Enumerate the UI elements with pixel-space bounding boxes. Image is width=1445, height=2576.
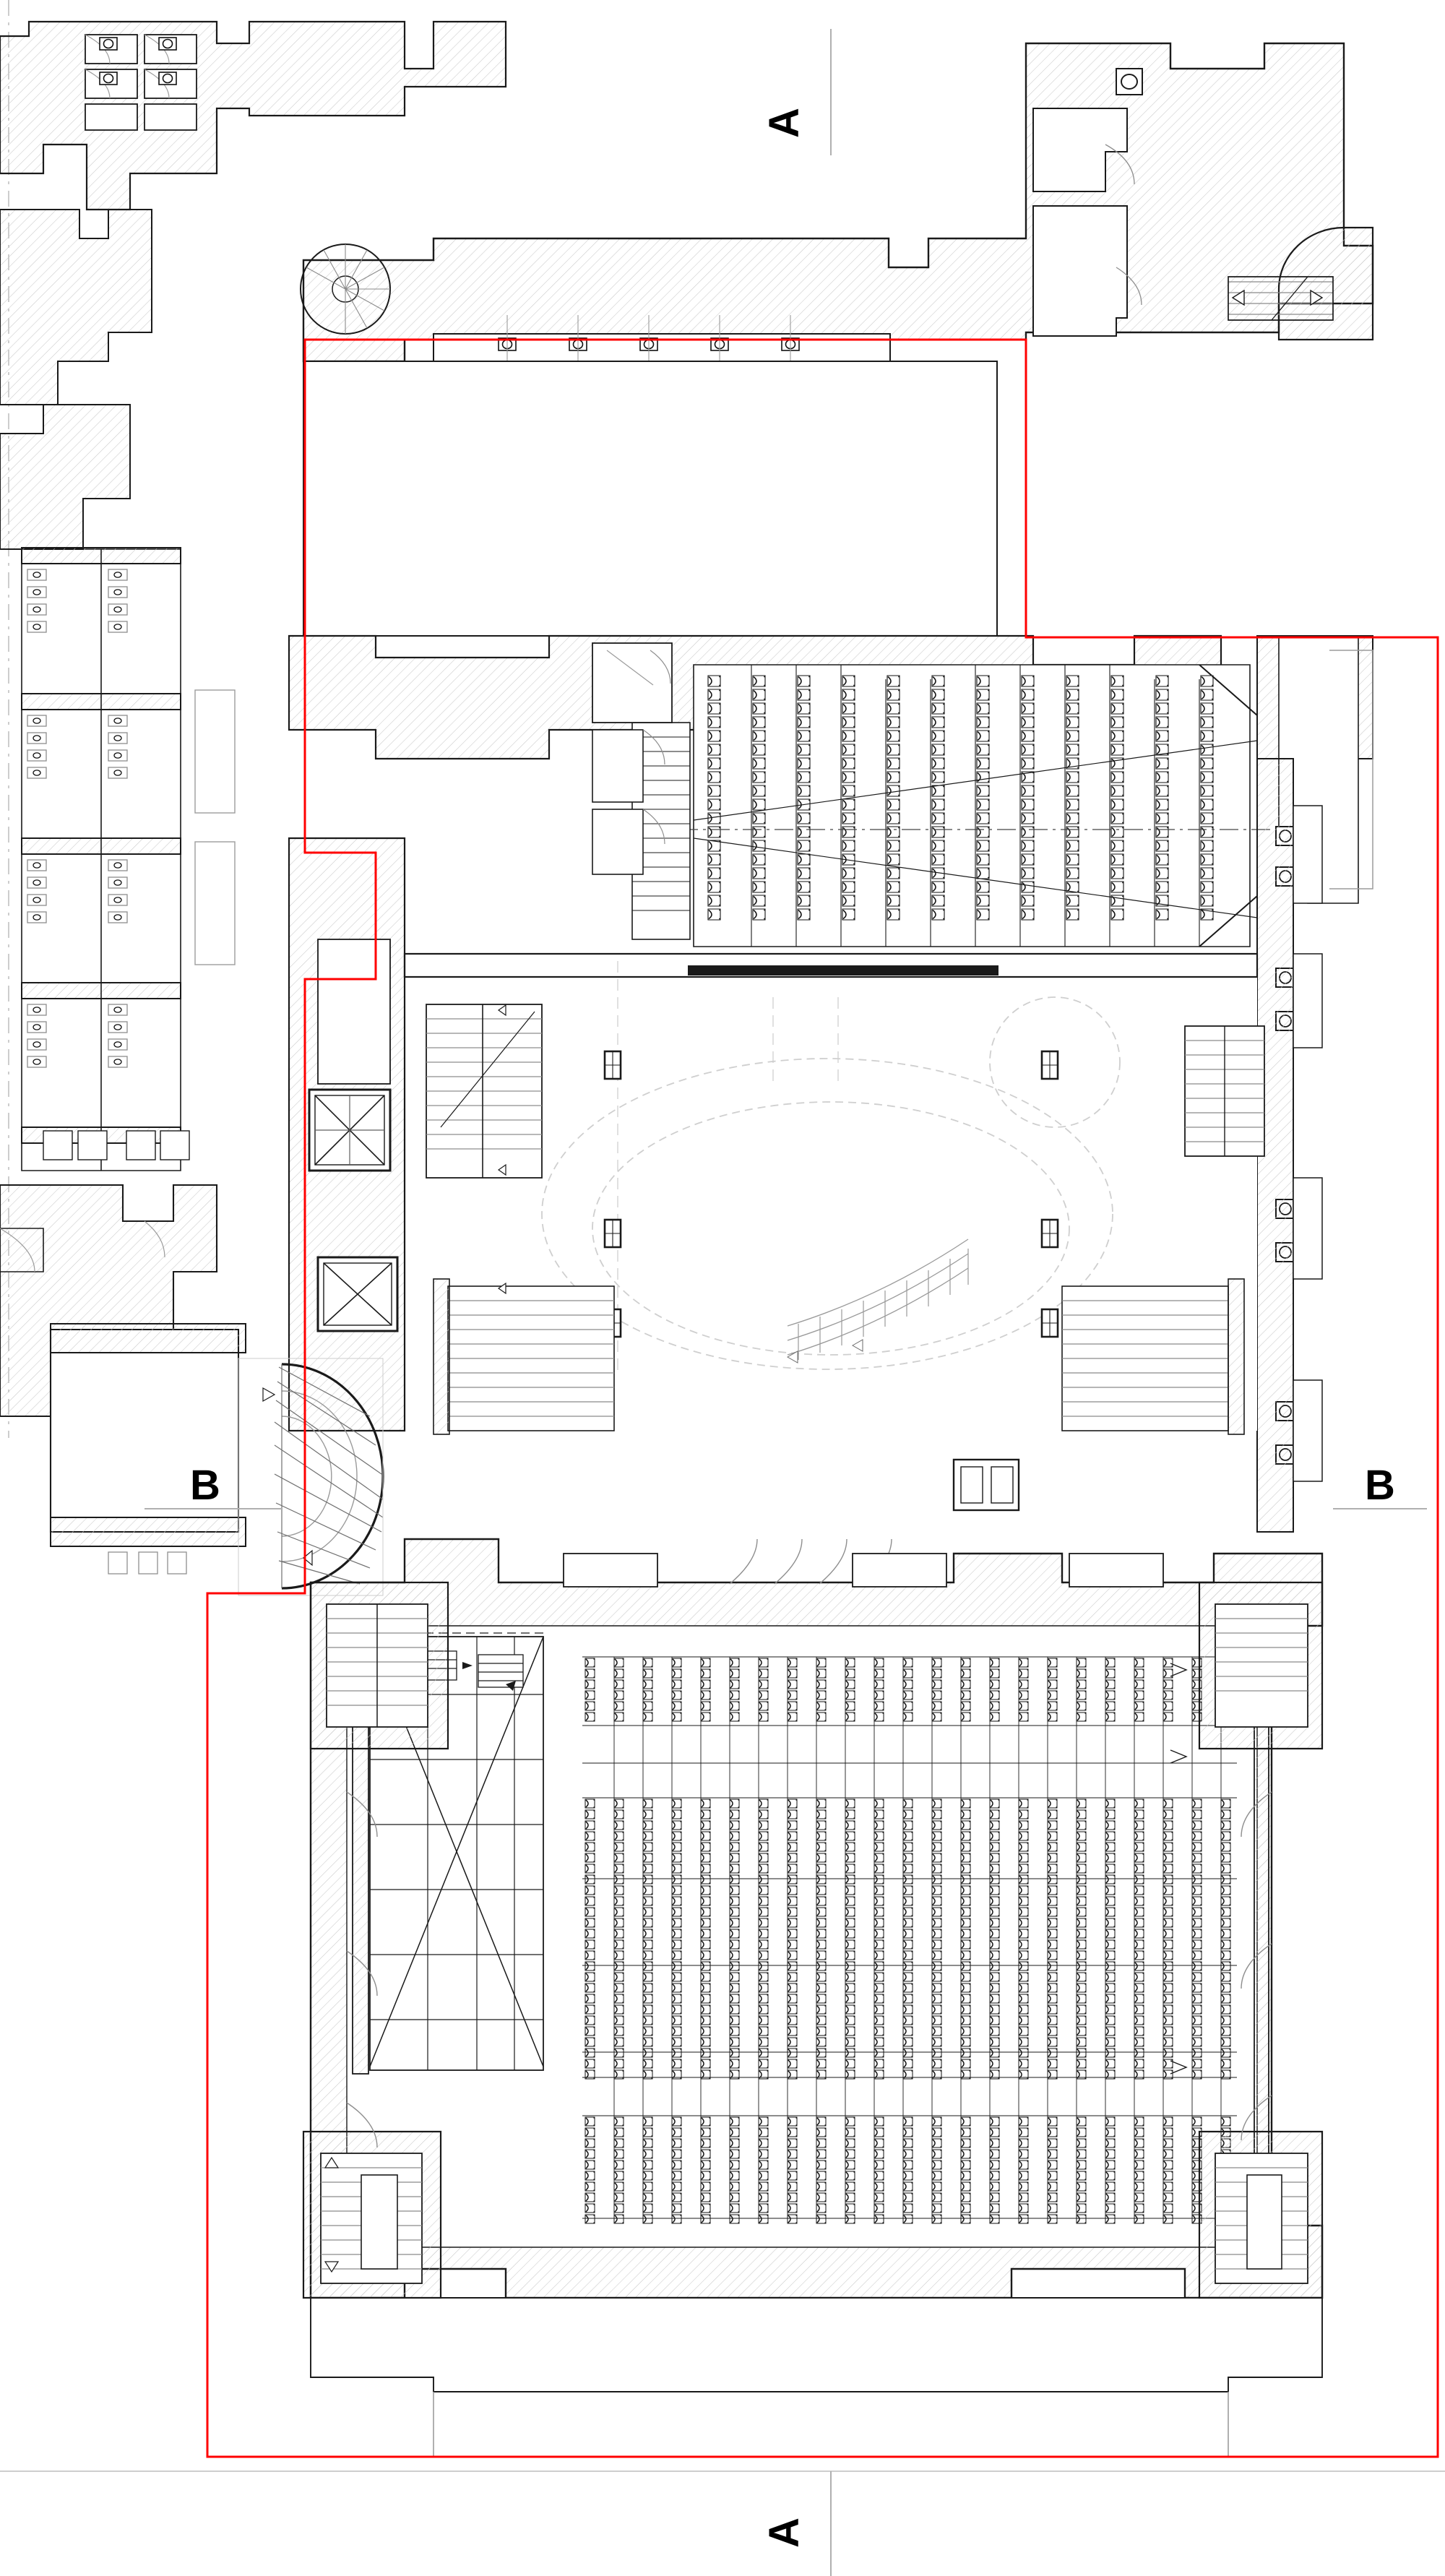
grand-curved-stair — [238, 1358, 384, 1596]
rotunda-west-stair — [433, 1278, 615, 1435]
rotunda-centre-console — [952, 1458, 1020, 1512]
stair-core-sw — [302, 2130, 442, 2299]
upper-theater-stage — [592, 642, 691, 940]
section-marker-B-right: B — [1333, 1462, 1427, 1509]
stair-tower-ne — [1228, 226, 1374, 341]
rotunda-ne-stair — [1184, 1025, 1265, 1157]
stair-core-nw-hall — [309, 1581, 449, 1750]
spiral-stair-nw — [300, 244, 391, 335]
section-label-A-top: A — [761, 108, 808, 138]
elevator-upper — [308, 1088, 392, 1172]
section-marker-A-bottom: A — [761, 2471, 832, 2576]
section-marker-B-left: B — [144, 1462, 282, 1509]
section-label-A-bottom: A — [761, 2517, 808, 2548]
section-label-B-left: B — [190, 1462, 220, 1509]
scope-of-work-boundary — [206, 338, 1439, 2458]
upper-theater-seating — [592, 642, 1293, 947]
left-colonnade — [21, 547, 236, 1171]
stair-core-ne-hall — [1198, 1581, 1324, 1750]
west-vertical-circulation — [238, 837, 543, 1596]
east-service-wing — [1256, 635, 1373, 1533]
central-rotunda — [403, 952, 1265, 1512]
elevator-lower — [316, 1256, 399, 1332]
hall-seating-grid — [582, 1656, 1237, 2224]
rotunda-curved-steps — [786, 1239, 969, 1364]
west-scissor-stair — [426, 1004, 543, 1179]
section-label-B-right: B — [1365, 1462, 1395, 1509]
stair-core-se — [1198, 2130, 1324, 2299]
left-wing — [0, 20, 507, 1575]
section-marker-A-top: A — [761, 29, 832, 155]
lower-great-hall — [302, 1538, 1324, 2392]
rotunda-east-stair — [1061, 1278, 1245, 1435]
